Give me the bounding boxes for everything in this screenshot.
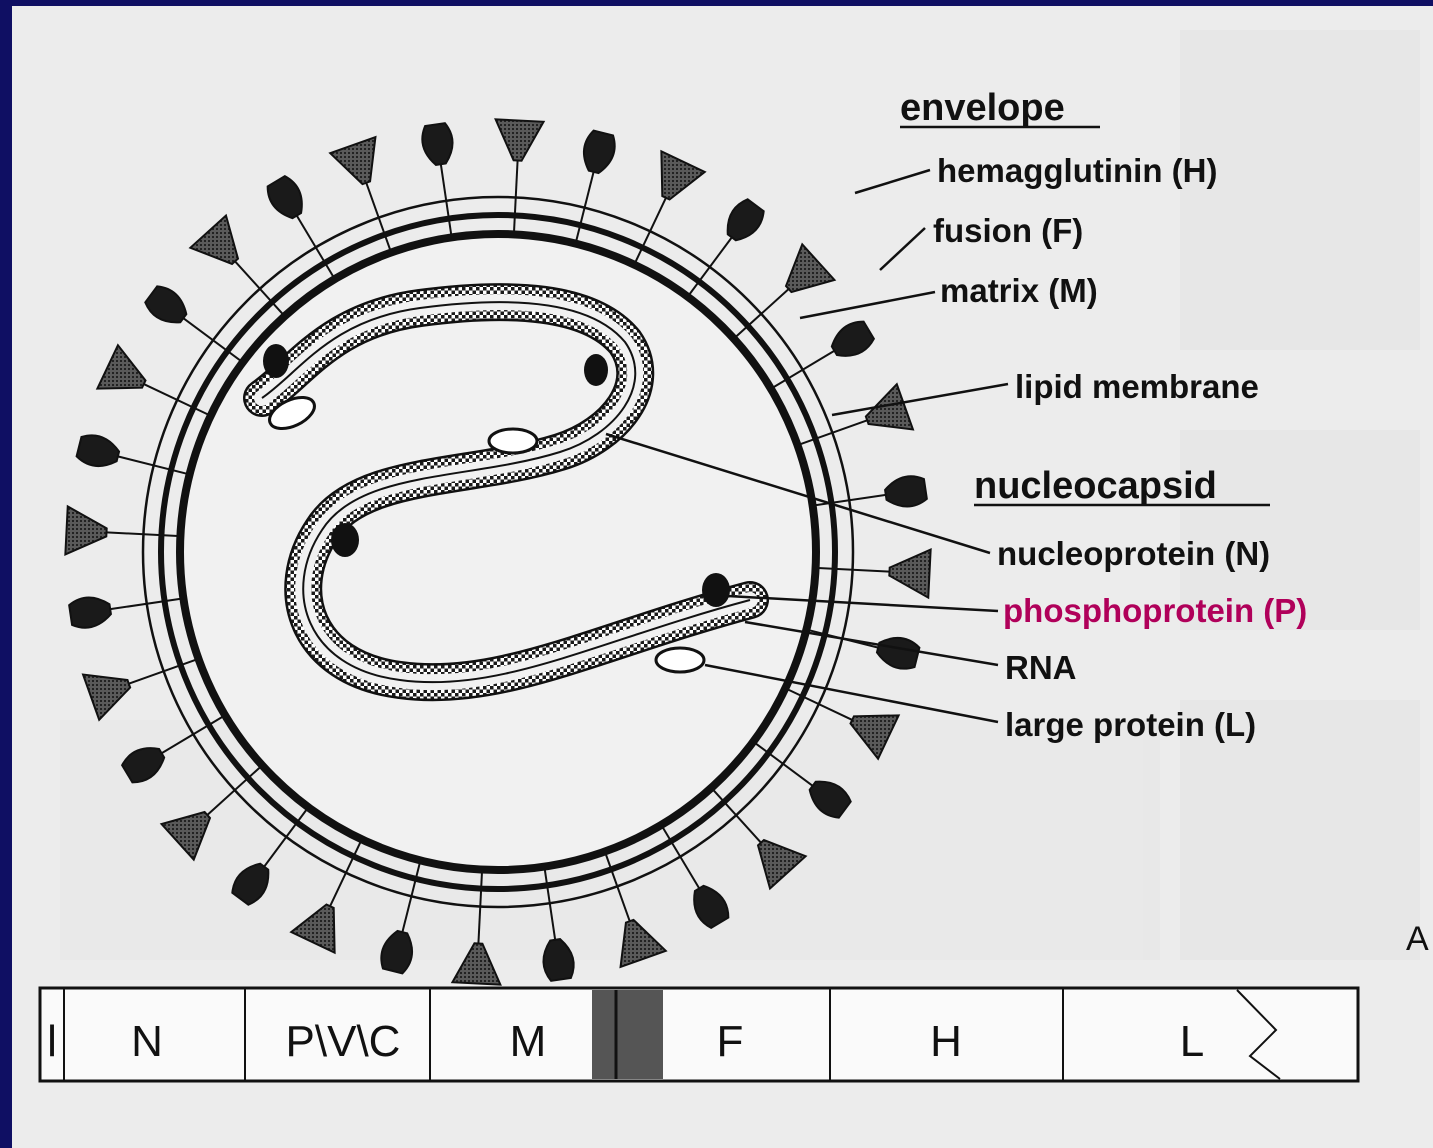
- glycoprotein-spike-icon: [145, 286, 186, 322]
- glycoprotein-spike-icon: [889, 550, 930, 598]
- leader-lipid-membrane: [832, 384, 1008, 415]
- leader-fusion: [880, 228, 925, 270]
- nucleoprotein-label: nucleoprotein (N): [997, 535, 1270, 572]
- glycoprotein-spike-icon: [661, 151, 704, 199]
- intergenic-block: [592, 990, 663, 1079]
- phosphoprotein-blob: [584, 354, 608, 386]
- large-protein-oval: [656, 648, 704, 672]
- envelope-header: envelope: [900, 87, 1065, 129]
- glycoprotein-spike-icon: [832, 322, 874, 356]
- genome-map: l N P\V\C M F H L: [40, 988, 1358, 1081]
- segment-leader: l: [47, 1017, 57, 1066]
- glycoprotein-spike-icon: [786, 244, 834, 292]
- glycoprotein-spike-icon: [496, 119, 544, 160]
- hemagglutinin-label: hemagglutinin (H): [937, 152, 1217, 189]
- matrix-label: matrix (M): [940, 272, 1098, 309]
- large-protein-oval: [489, 429, 537, 453]
- phosphoprotein-label: phosphoprotein (P): [1003, 592, 1307, 629]
- glycoprotein-spike-icon: [422, 123, 452, 165]
- glycoprotein-spike-icon: [190, 216, 238, 264]
- segment-l: L: [1180, 1017, 1204, 1066]
- nucleocapsid-header: nucleocapsid: [974, 465, 1217, 507]
- glycoprotein-spike-icon: [65, 506, 106, 554]
- rna-label: RNA: [1005, 649, 1077, 686]
- segment-n: N: [131, 1017, 163, 1066]
- phosphoprotein-blob: [702, 573, 730, 607]
- glycoprotein-spike-icon: [885, 476, 927, 506]
- segment-h: H: [930, 1017, 962, 1066]
- segment-m: M: [510, 1017, 547, 1066]
- glycoprotein-spike-icon: [77, 435, 119, 466]
- segment-pvc: P\V\C: [286, 1017, 401, 1066]
- genome-bar: [40, 988, 1358, 1081]
- glycoprotein-spike-icon: [69, 597, 111, 627]
- glycoprotein-spike-icon: [728, 199, 764, 240]
- phosphoprotein-blob: [263, 344, 289, 378]
- leader-matrix: [800, 292, 935, 318]
- lipid-membrane-label: lipid membrane: [1015, 368, 1259, 405]
- edge-letter: A: [1406, 920, 1429, 958]
- glycoprotein-spike-icon: [83, 675, 130, 720]
- glycoprotein-spike-icon: [330, 137, 375, 184]
- fusion-label: fusion (F): [933, 212, 1083, 249]
- leader-hemagglutinin: [855, 170, 930, 193]
- matrix-layer-ring: [180, 234, 816, 870]
- segment-f: F: [717, 1017, 744, 1066]
- phosphoprotein-blob: [331, 523, 359, 557]
- glycoprotein-spike-icon: [584, 131, 615, 173]
- glycoprotein-spike-icon: [268, 176, 302, 218]
- glycoprotein-spike-icon: [877, 638, 919, 669]
- glycoprotein-spike-icon: [97, 345, 145, 388]
- large-protein-label: large protein (L): [1005, 706, 1256, 743]
